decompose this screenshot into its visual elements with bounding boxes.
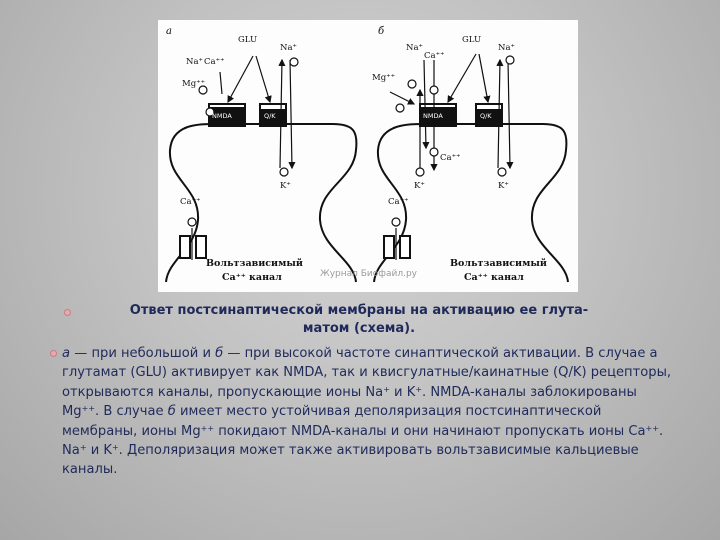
watermark: Журнал Биофайл.ру — [320, 269, 418, 279]
superscript: + — [415, 385, 422, 394]
panel-a-k-label: K⁺ — [280, 181, 291, 191]
panel-b-na-dot — [408, 80, 416, 88]
panel-a-channel-label-2: Ca⁺⁺ канал — [222, 272, 282, 283]
panel-b-letter: б — [378, 26, 385, 37]
panel-a-channel-label-1: Вольтзависимый — [206, 258, 303, 269]
superscript: ++ — [82, 404, 95, 413]
panel-a-ca-dot — [188, 218, 196, 226]
panel-b-qk-label: Q/K — [480, 112, 492, 120]
panel-b-ca-channel-dot — [392, 218, 400, 226]
panel-b-ca-channel — [384, 236, 394, 258]
body-letter-b: б — [215, 346, 223, 361]
panel-b-ca-channel-label: Ca⁺⁺ — [388, 197, 409, 207]
panel-a-nmda-label: NMDA — [212, 112, 232, 120]
body-text-segment: . Деполяризация может также активировать… — [62, 443, 639, 477]
body-letter-b-2: б — [168, 404, 176, 419]
panel-a-na-top-dot — [290, 58, 298, 66]
body-letter-a: а — [62, 346, 70, 361]
superscript: ++ — [646, 424, 659, 433]
superscript: ++ — [201, 424, 214, 433]
panel-b-mg-label: Mg⁺⁺ — [372, 73, 395, 83]
caption-bullet — [64, 309, 71, 316]
panel-b-ca-dot — [430, 86, 438, 94]
superscript: + — [383, 385, 390, 394]
panel-b-channel-label-1: Вольтзависимый — [450, 258, 547, 269]
panel-b-glu-label: GLU — [462, 35, 481, 45]
body-text-segment: покидают NMDA-каналы и они начинают проп… — [214, 424, 646, 439]
panel-a-k-dot — [280, 168, 288, 176]
panel-b-nmda-label: NMDA — [423, 112, 443, 120]
panel-b-na-top-dot — [506, 56, 514, 64]
panel-b-mg-dot — [396, 104, 404, 112]
body-text-segment: и K — [87, 443, 112, 458]
panel-b — [374, 104, 568, 282]
panel-b-k-dot-right — [498, 168, 506, 176]
panel-b-na-label: Na⁺ — [406, 43, 423, 53]
body-bullet — [50, 350, 57, 357]
panel-b-ca-inside-label: Ca⁺⁺ — [440, 153, 461, 163]
panel-a-mg-label: Mg⁺⁺ — [182, 79, 205, 89]
panel-b-channel-label-2: Ca⁺⁺ канал — [464, 272, 524, 283]
figure-caption: Ответ постсинаптической мембраны на акти… — [120, 302, 598, 338]
panel-b-k-label-right: K⁺ — [498, 181, 509, 191]
panel-a-ca-label: Ca⁺⁺ — [204, 57, 225, 67]
synapse-diagram-figure: а GLU Na⁺ Na⁺ Ca⁺⁺ Mg⁺⁺ NMDA Q/K K⁺ Ca⁺⁺… — [158, 20, 578, 292]
body-text-segment: и K — [390, 385, 415, 400]
body-paragraph: а — при небольшой и б — при высокой част… — [62, 344, 674, 480]
panel-a-qk-label: Q/K — [264, 112, 276, 120]
body-text-segment: — при небольшой и — [70, 346, 215, 361]
body-text-segment: . В случае — [95, 404, 168, 419]
superscript: + — [112, 443, 119, 452]
panel-a — [166, 104, 356, 282]
panel-a-glu-label: GLU — [238, 35, 257, 45]
panel-b-k-label-left: K⁺ — [414, 181, 425, 191]
superscript: + — [80, 443, 87, 452]
panel-b-na-top-label: Na⁺ — [498, 43, 515, 53]
panel-b-ca-inside-dot — [430, 148, 438, 156]
panel-a-na-top-label: Na⁺ — [280, 43, 297, 53]
panel-b-ca-label: Ca⁺⁺ — [424, 51, 445, 61]
synapse-diagram: а GLU Na⁺ Na⁺ Ca⁺⁺ Mg⁺⁺ NMDA Q/K K⁺ Ca⁺⁺… — [158, 20, 578, 292]
panel-b-k-dot-left — [416, 168, 424, 176]
panel-a-letter: а — [166, 26, 172, 37]
panel-a-ca-channel-label: Ca⁺⁺ — [180, 197, 201, 207]
panel-a-na-label: Na⁺ — [186, 57, 203, 67]
panel-a-ca-channel — [180, 236, 190, 258]
